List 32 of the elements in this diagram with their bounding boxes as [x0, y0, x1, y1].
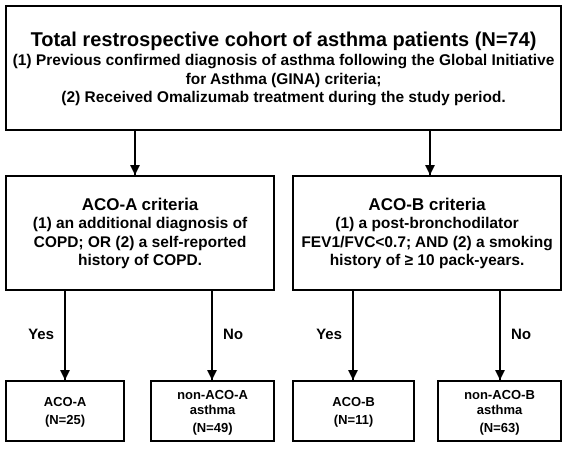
- box-text: (N=25): [44, 412, 86, 428]
- box-text: (1) an additional diagnosis of COPD; OR (2) a self-reported history of COPD.: [32, 215, 248, 272]
- box-text: (1) a post-bronchodilator FEV1/FVC<0.7; AND (2) a smoking history of ≥ 10 pack-years.: [300, 215, 554, 272]
- box-heading: ACO-B: [332, 394, 375, 410]
- arrow: [495, 291, 505, 380]
- box-text: (N=63): [479, 420, 520, 436]
- edge-label: Yes: [27, 326, 55, 342]
- box-heading: ACO-A criteria: [82, 194, 198, 216]
- box-heading: non-ACO-B asthma: [463, 386, 536, 418]
- group-box: [292, 380, 415, 442]
- group-box: [150, 380, 275, 442]
- arrow: [130, 131, 140, 175]
- box-text: (N=11): [334, 412, 374, 428]
- box-heading: ACO-B criteria: [368, 194, 486, 216]
- criteria-box: [5, 175, 275, 291]
- group-box: [5, 380, 125, 442]
- box-text: (N=49): [192, 420, 233, 436]
- box-heading: ACO-A: [44, 394, 86, 410]
- arrow: [348, 291, 358, 380]
- box-heading: non-ACO-A asthma: [176, 386, 249, 418]
- arrow: [60, 291, 70, 380]
- group-box: [437, 380, 562, 442]
- edge-label: Yes: [315, 326, 343, 342]
- criteria-box: [5, 5, 562, 131]
- edge-label: No: [222, 326, 244, 342]
- box-text: (1) Previous confirmed diagnosis of asthma following the Global Initiative for Asthma (GINA) criteria;: [12, 52, 556, 90]
- criteria-box: [292, 175, 562, 291]
- arrow: [425, 131, 435, 175]
- box-heading: Total restrospective cohort of asthma patients (N=74): [30, 28, 536, 52]
- edge-label: No: [510, 326, 532, 342]
- arrow: [207, 291, 217, 380]
- box-text: (2) Received Omalizumab treatment during the study period.: [61, 89, 506, 108]
